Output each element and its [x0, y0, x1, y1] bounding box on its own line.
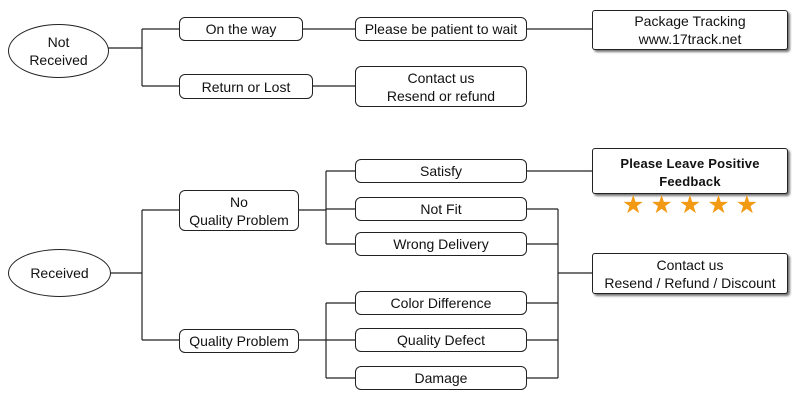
package-tracking-node: Package Tracking www.17track.net: [592, 10, 788, 50]
quality-problem-label: Quality Problem: [189, 333, 289, 349]
star-rating: ★★★★★: [622, 192, 758, 218]
not-received-label-line2: Received: [29, 52, 88, 68]
contact-resend-refund-discount-node: Contact us Resend / Refund / Discount: [592, 253, 788, 294]
damage-node: Damage: [355, 366, 527, 390]
wrong-delivery-label: Wrong Delivery: [393, 236, 489, 252]
quality-defect-node: Quality Defect: [355, 328, 527, 352]
received-label: Received: [30, 265, 89, 281]
be-patient-label: Please be patient to wait: [364, 21, 518, 37]
received-node: Received: [8, 249, 111, 297]
tracking-url[interactable]: www.17track.net: [638, 31, 742, 47]
quality-problem-node: Quality Problem: [179, 329, 299, 353]
positive-feedback-label: Please Leave Positive Feedback: [620, 156, 760, 189]
resend-refund-discount-label: Resend / Refund / Discount: [604, 274, 776, 291]
no-quality-label-line1: No: [230, 193, 248, 210]
no-quality-problem-node: No Quality Problem: [179, 190, 299, 231]
contact-us-label-2: Contact us: [656, 256, 724, 273]
on-the-way-label: On the way: [205, 21, 277, 37]
positive-feedback-node: Please Leave Positive Feedback ★★★★★: [592, 148, 788, 218]
star-icon: ★: [707, 191, 730, 219]
quality-defect-label: Quality Defect: [397, 332, 485, 348]
not-received-label-line1: Not: [47, 34, 70, 50]
contact-resend-refund-node: Contact us Resend or refund: [355, 66, 527, 107]
return-or-lost-label: Return or Lost: [201, 78, 291, 95]
star-icon: ★: [650, 191, 673, 219]
star-icon: ★: [621, 191, 645, 219]
star-icon: ★: [735, 191, 759, 219]
color-difference-node: Color Difference: [355, 291, 527, 315]
on-the-way-node: On the way: [179, 17, 303, 41]
not-received-node: Not Received: [8, 24, 109, 78]
not-fit-label: Not Fit: [420, 201, 462, 217]
no-quality-label-line2: Quality Problem: [189, 211, 289, 228]
be-patient-node: Please be patient to wait: [355, 17, 527, 41]
satisfy-node: Satisfy: [355, 159, 527, 183]
return-or-lost-node: Return or Lost: [179, 74, 313, 99]
package-tracking-label: Package Tracking: [634, 13, 746, 29]
wrong-delivery-node: Wrong Delivery: [355, 232, 527, 256]
satisfy-label: Satisfy: [419, 163, 462, 179]
color-difference-label: Color Difference: [390, 295, 492, 311]
resend-or-refund-label: Resend or refund: [386, 87, 496, 104]
contact-us-label: Contact us: [407, 69, 475, 86]
not-fit-node: Not Fit: [355, 197, 527, 221]
star-icon: ★: [678, 191, 702, 219]
damage-label: Damage: [414, 370, 468, 386]
